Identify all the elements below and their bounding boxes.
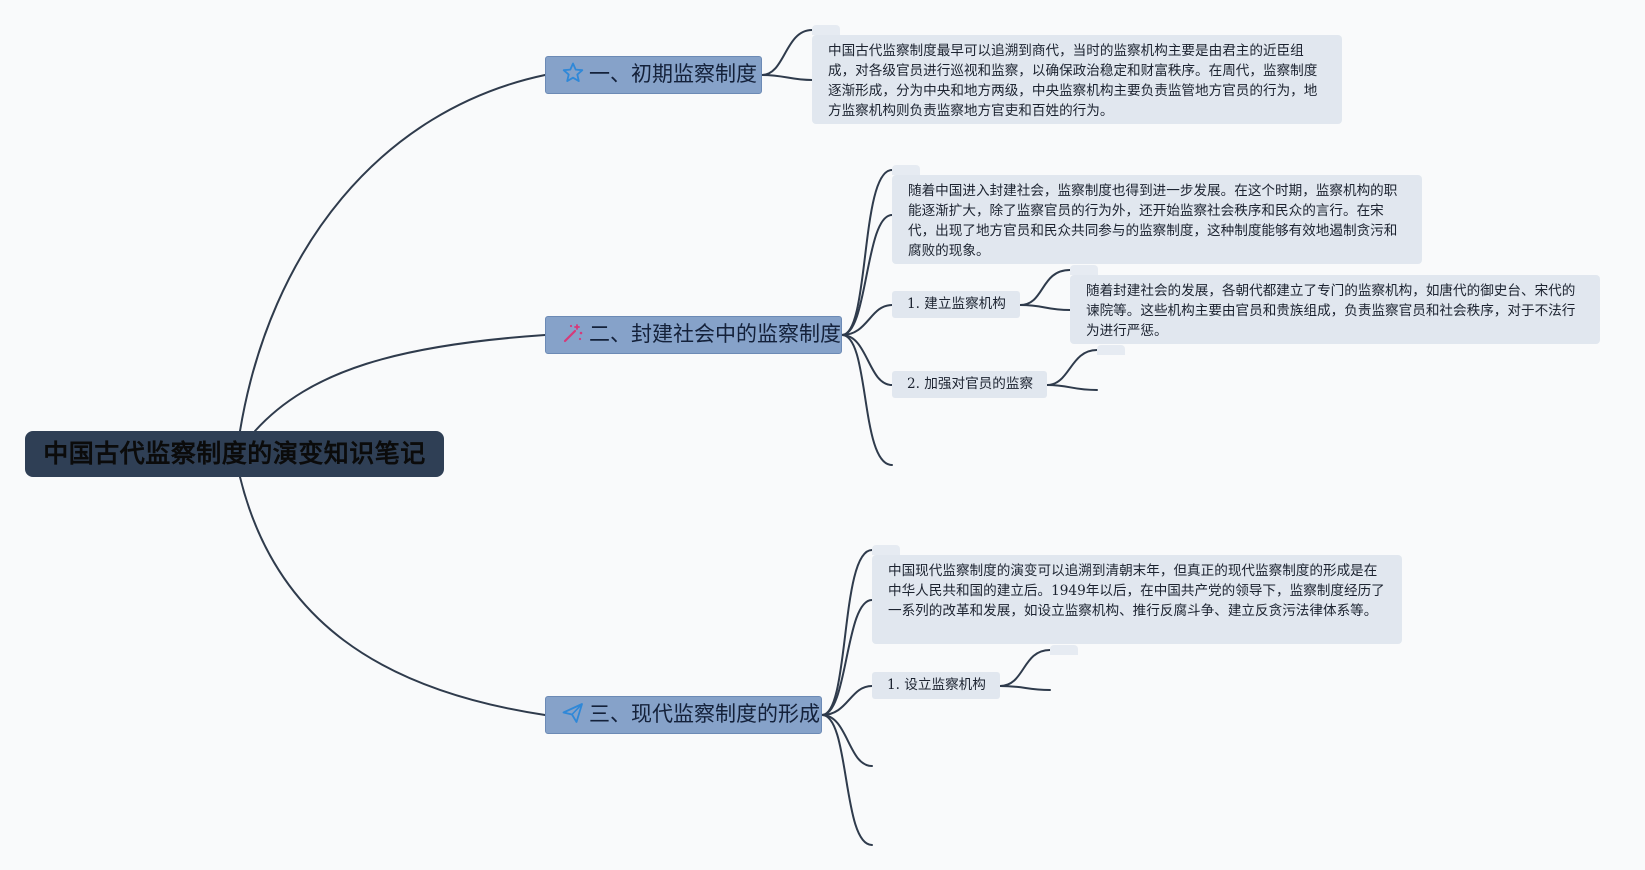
star-icon — [562, 62, 584, 82]
connector-branch-2-sub-1 — [841, 304, 893, 336]
note-subtopic-establish-agencies[interactable]: 随着封建社会的发展，各朝代都建立了专门的监察机构，如唐代的御史台、宋代的谏院等。… — [1070, 275, 1600, 344]
connector-sub-3-empty — [999, 649, 1051, 687]
subtopic-establish-agencies[interactable]: 1. 建立监察机构 — [892, 291, 1020, 318]
note-branch-1[interactable]: 中国古代监察制度最早可以追溯到商代，当时的监察机构主要是由君主的近臣组成，对各级… — [812, 35, 1342, 124]
note-tab — [812, 25, 840, 35]
subtopic-label: 2. 加强对官员的监察 — [907, 376, 1034, 392]
connector-sub-2-empty — [1046, 349, 1098, 386]
connector-branch-2-empty — [841, 334, 893, 466]
branch-topic-1[interactable]: 一、初期监察制度 — [545, 56, 762, 94]
branch-topic-2[interactable]: 二、封建社会中的监察制度 — [545, 316, 842, 354]
connector-branch-3-empty-1 — [821, 714, 873, 767]
subtopic-set-up-agencies[interactable]: 1. 设立监察机构 — [872, 672, 1000, 699]
magic-wand-icon — [563, 324, 583, 343]
connector-sub-1-note — [1019, 269, 1071, 306]
connector-branch-1-note — [761, 29, 813, 76]
connector-branch-2-note — [841, 169, 893, 336]
note-tab — [1070, 265, 1098, 275]
note-subtopic-text: 随着封建社会的发展，各朝代都建立了专门的监察机构，如唐代的御史台、宋代的谏院等。… — [1086, 283, 1576, 339]
note-tab — [892, 165, 920, 175]
root-topic-label: 中国古代监察制度的演变知识笔记 — [43, 439, 426, 468]
connector-branch-3-note-b — [821, 599, 873, 716]
connector-root-branch-1 — [239, 74, 546, 432]
root-topic[interactable]: 中国古代监察制度的演变知识笔记 — [25, 431, 444, 477]
subtopic-label: 1. 设立监察机构 — [887, 677, 986, 693]
note-branch-3-text: 中国现代监察制度的演变可以追溯到清朝末年，但真正的现代监察制度的形成是在中华人民… — [888, 563, 1385, 619]
branch-3-label: 三、现代监察制度的形成 — [589, 703, 820, 726]
note-tab — [1097, 345, 1125, 355]
connector-root-branch-2 — [254, 334, 546, 432]
connector-sub-1-note-b — [1019, 304, 1071, 311]
note-branch-2-text: 随着中国进入封建社会，监察制度也得到进一步发展。在这个时期，监察机构的职能逐渐扩… — [908, 183, 1398, 259]
connector-sub-3-empty-b — [999, 685, 1051, 691]
note-branch-2[interactable]: 随着中国进入封建社会，监察制度也得到进一步发展。在这个时期，监察机构的职能逐渐扩… — [892, 175, 1422, 264]
connector-branch-3-note — [821, 549, 873, 716]
connector-sub-2-empty-b — [1046, 384, 1098, 391]
note-branch-1-text: 中国古代监察制度最早可以追溯到商代，当时的监察机构主要是由君主的近臣组成，对各级… — [828, 43, 1318, 119]
subtopic-strengthen-supervision[interactable]: 2. 加强对官员的监察 — [892, 371, 1047, 398]
connector-branch-2-note-b — [841, 214, 893, 336]
connector-branch-3-sub-1 — [821, 685, 873, 716]
branch-2-label: 二、封建社会中的监察制度 — [589, 323, 841, 346]
connector-root-branch-3 — [239, 476, 546, 716]
note-branch-3[interactable]: 中国现代监察制度的演变可以追溯到清朝末年，但真正的现代监察制度的形成是在中华人民… — [872, 555, 1402, 644]
subtopic-label: 1. 建立监察机构 — [907, 296, 1006, 312]
connector-branch-3-empty-2 — [821, 714, 873, 846]
paper-plane-icon — [562, 703, 583, 723]
connector-branch-1-note-b — [761, 74, 813, 81]
note-tab — [1050, 645, 1078, 655]
connector-branch-2-sub-2 — [841, 334, 893, 386]
branch-1-label: 一、初期监察制度 — [589, 63, 757, 86]
note-tab — [872, 545, 900, 555]
branch-topic-3[interactable]: 三、现代监察制度的形成 — [545, 696, 822, 734]
